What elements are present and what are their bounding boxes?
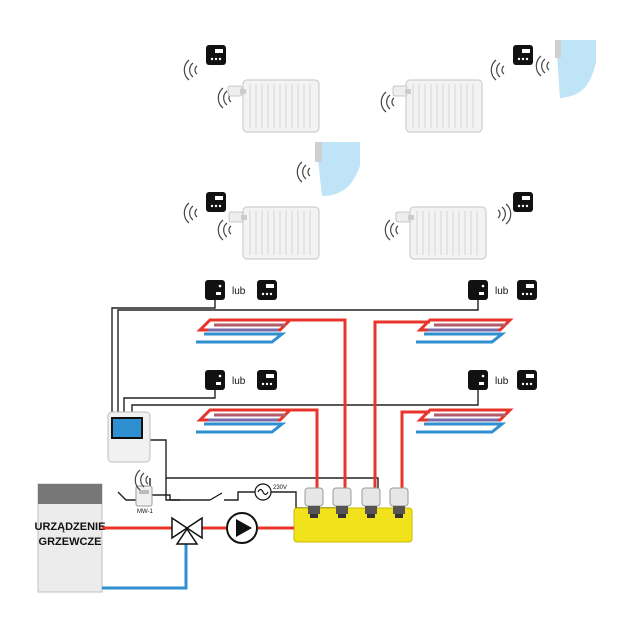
wireless-signal-icon <box>296 161 311 183</box>
thermostat-icon <box>513 45 533 65</box>
window-sensor-icon <box>315 142 360 196</box>
wireless-signal-icon <box>183 59 198 81</box>
voltage-label: 230V <box>273 485 287 491</box>
underfloor-loop-icon <box>414 408 512 434</box>
module-label: MW-1 <box>137 509 154 515</box>
ac-source-icon <box>254 483 272 501</box>
three-way-valve-icon <box>171 516 203 545</box>
wireless-signal-icon <box>217 219 232 241</box>
circulation-pump-icon <box>226 512 258 544</box>
radiator-icon <box>405 79 483 133</box>
control-wiring <box>111 300 479 509</box>
radiator-icon <box>242 79 320 133</box>
wired-thermostat-icon <box>205 370 225 390</box>
main-return-pipe <box>102 544 188 590</box>
mw1-module-icon <box>135 485 153 507</box>
wireless-signal-icon <box>183 202 198 224</box>
thermostat-icon <box>206 192 226 212</box>
radiator-icon <box>409 206 487 260</box>
supply-pipes <box>290 318 430 488</box>
or-label: lub <box>232 286 246 297</box>
underfloor-loop-icon <box>194 408 292 434</box>
thermostat-icon <box>513 192 533 212</box>
wireless-signal-icon <box>497 203 512 225</box>
thermostat-icon <box>206 45 226 65</box>
manifold <box>293 507 413 543</box>
wired-thermostat-icon <box>468 370 488 390</box>
wireless-signal-icon <box>380 91 395 113</box>
controller-icon <box>107 411 151 463</box>
boiler-label: GRZEWCZE <box>39 536 102 548</box>
switch-icon <box>209 492 223 501</box>
wireless-signal-icon <box>535 55 550 77</box>
thermostat-icon <box>517 280 537 300</box>
underfloor-loop-icon <box>194 318 292 344</box>
wireless-signal-icon <box>384 219 399 241</box>
thermostat-icon <box>257 280 277 300</box>
wired-thermostat-icon <box>468 280 488 300</box>
thermostat-icon <box>517 370 537 390</box>
or-label: lub <box>232 376 246 387</box>
radiator-icon <box>242 206 320 260</box>
underfloor-loop-icon <box>414 318 512 344</box>
boiler-icon <box>37 483 103 593</box>
wired-thermostat-icon <box>205 280 225 300</box>
wireless-signal-icon <box>490 59 505 81</box>
window-sensor-icon <box>555 40 596 98</box>
or-label: lub <box>495 376 509 387</box>
or-label: lub <box>495 286 509 297</box>
thermostat-icon <box>257 370 277 390</box>
boiler-label: URZĄDZENIE <box>35 521 106 533</box>
